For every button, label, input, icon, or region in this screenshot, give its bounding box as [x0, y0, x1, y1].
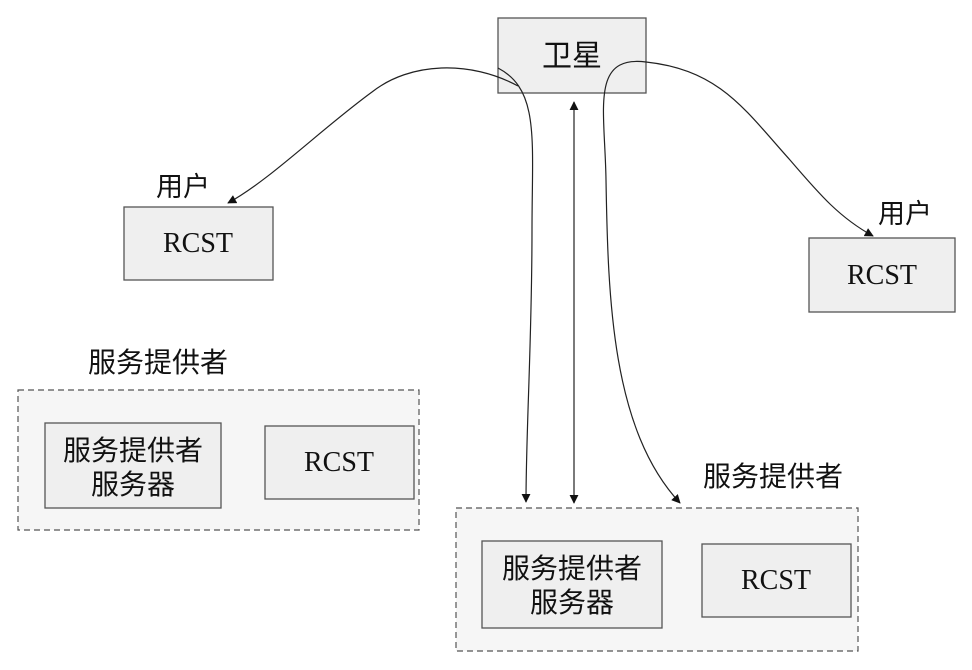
- link-satellite-to-left-user: [227, 67, 519, 204]
- provider-left-label: 服务提供者: [88, 346, 228, 379]
- provider-left-terminal-label: RCST: [304, 447, 374, 478]
- satellite-node: 卫星: [497, 17, 647, 94]
- user-left-terminal-label: RCST: [163, 228, 233, 259]
- provider-right-terminal-box: [701, 543, 852, 618]
- user-right-node: 用户 RCST: [808, 199, 956, 313]
- user-left-node: 用户 RCST: [123, 172, 274, 281]
- provider-right-group: 服务提供者 服务提供者 服务器 RCST: [455, 460, 859, 652]
- satellite-label: 卫星: [542, 39, 602, 74]
- user-right-terminal-box: [808, 237, 956, 313]
- provider-right-server-line1: 服务提供者: [502, 552, 642, 585]
- satellite-box: [497, 17, 647, 94]
- provider-left-terminal-box: [264, 425, 415, 500]
- user-right-label: 用户: [878, 199, 932, 230]
- link-satellite-to-right-provider: [497, 67, 534, 503]
- user-left-label: 用户: [156, 172, 210, 203]
- provider-right-server-line2: 服务器: [530, 586, 614, 619]
- provider-left-group: 服务提供者 服务提供者 服务器 RCST: [17, 346, 420, 531]
- provider-right-server-box: [481, 540, 663, 629]
- link-satellite-to-right-user: [645, 61, 874, 237]
- link-right-provider-to-satellite: [602, 60, 681, 504]
- provider-left-server-box: [44, 422, 222, 509]
- provider-right-label: 服务提供者: [703, 460, 843, 493]
- user-left-terminal-box: [123, 206, 274, 281]
- provider-left-server-line1: 服务提供者: [63, 434, 203, 467]
- user-right-terminal-label: RCST: [847, 260, 917, 291]
- provider-right-terminal-label: RCST: [741, 565, 811, 596]
- provider-left-server-line2: 服务器: [91, 468, 175, 501]
